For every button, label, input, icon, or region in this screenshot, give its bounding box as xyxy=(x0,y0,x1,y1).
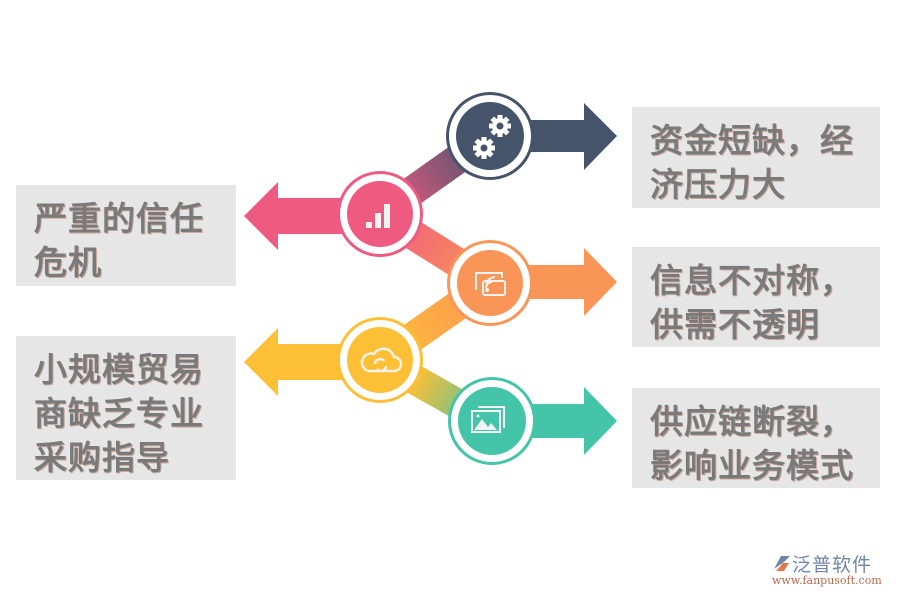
node-procurement xyxy=(337,317,423,403)
text-line: 采购指导 xyxy=(34,438,170,477)
arrow-right-funding xyxy=(490,103,617,170)
text-line: 危机 xyxy=(34,243,102,282)
fanpu-logo: 泛普软件 www.fanpusoft.com xyxy=(770,550,895,590)
signal-bars-icon xyxy=(366,204,390,228)
logo-url: www.fanpusoft.com xyxy=(772,574,882,587)
logo-mark-icon xyxy=(774,556,790,571)
node-funding xyxy=(446,92,534,180)
gears-icon xyxy=(473,115,511,159)
node-trust xyxy=(337,171,423,257)
node-supply xyxy=(448,377,536,465)
image-gallery-icon xyxy=(471,406,505,433)
text-line: 供应链断裂， xyxy=(650,402,854,441)
cloud-sync-icon xyxy=(360,347,403,373)
text-line: 信息不对称， xyxy=(650,261,854,300)
text-box-procurement: 小规模贸易 商缺乏专业 采购指导 xyxy=(16,336,236,480)
logo-brand: 泛普软件 xyxy=(792,554,873,576)
text-line: 济压力大 xyxy=(650,165,786,204)
text-box-supply: 供应链断裂， 影响业务模式 xyxy=(632,388,880,488)
node-info xyxy=(447,240,533,326)
text-line: 严重的信任 xyxy=(34,199,204,238)
text-line: 供需不透明 xyxy=(650,305,820,344)
text-box-funding: 资金短缺，经 济压力大 xyxy=(632,107,880,208)
text-line: 影响业务模式 xyxy=(650,446,854,485)
text-box-trust: 严重的信任 危机 xyxy=(16,185,236,286)
text-line: 商缺乏专业 xyxy=(34,394,204,433)
text-line: 小规模贸易 xyxy=(34,350,204,389)
screen-cast-icon xyxy=(475,272,506,296)
text-box-info: 信息不对称， 供需不透明 xyxy=(632,247,880,347)
text-line: 资金短缺，经 xyxy=(650,121,854,160)
